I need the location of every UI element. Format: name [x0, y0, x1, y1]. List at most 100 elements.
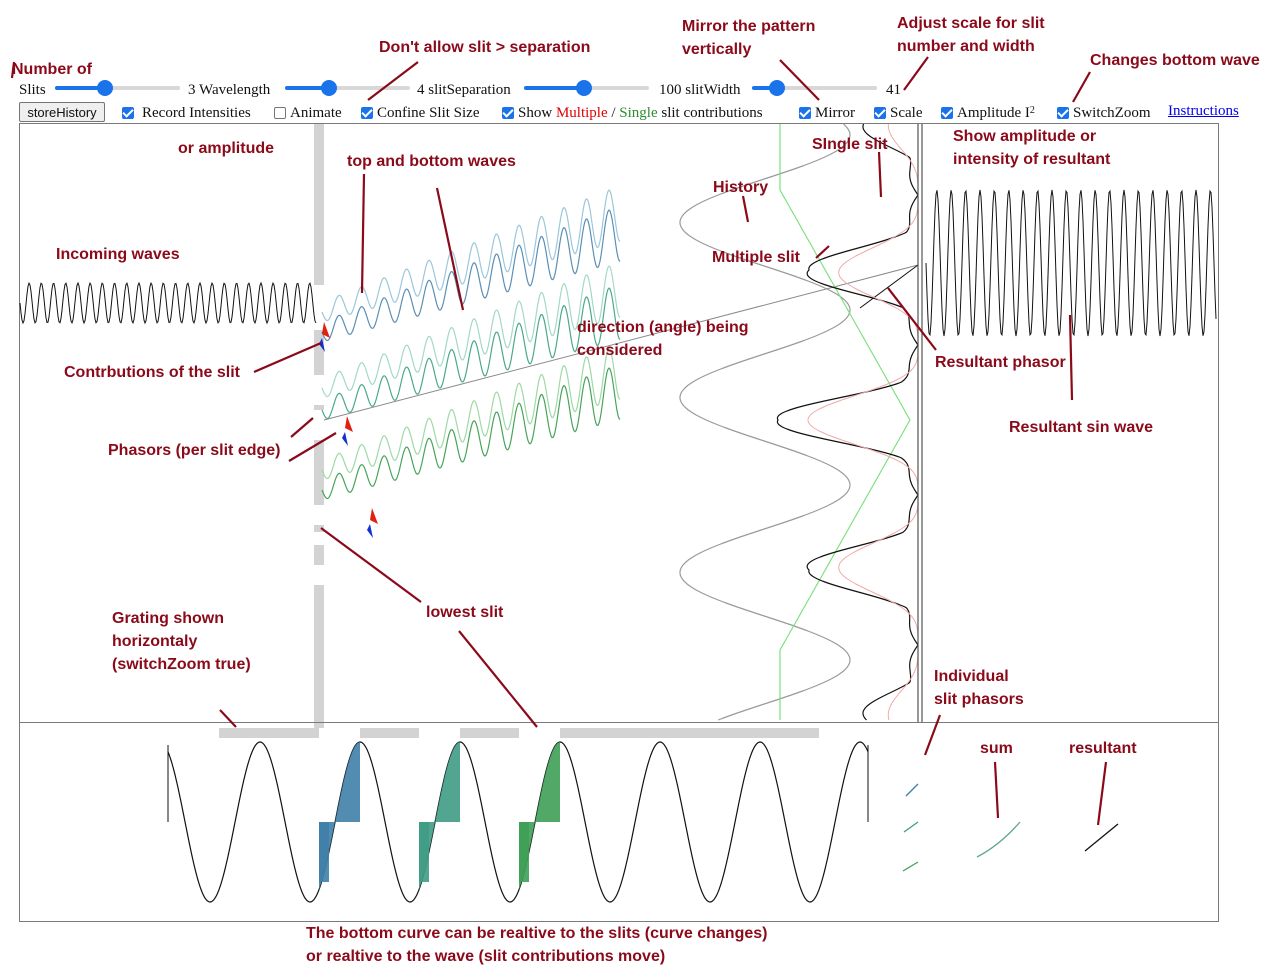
ann-individual-line1: Individual — [934, 668, 1009, 685]
annotation-arrow — [360, 173, 366, 294]
ann-grating-line2: horizontaly — [112, 633, 198, 650]
amplitude-superscript: 2 — [1029, 105, 1035, 116]
phasor-blue — [342, 432, 348, 446]
separation-slider[interactable] — [524, 80, 649, 96]
grating-bar-vertical — [314, 440, 324, 505]
annotation-arrow — [1096, 761, 1108, 826]
resultant-phasor — [1084, 823, 1119, 852]
phasor-red — [370, 508, 378, 524]
annotation-arrow — [887, 287, 937, 351]
slit-contribution-area — [419, 742, 460, 890]
phasor-blue — [319, 338, 325, 352]
slit-contribution-area — [319, 742, 360, 890]
annotation-arrow — [779, 59, 820, 101]
record-intensities-checkbox[interactable]: Record Intensities — [122, 105, 251, 121]
annotation-arrow — [877, 151, 883, 198]
width-value: 41 — [886, 82, 901, 98]
grating-bar-vertical — [314, 124, 324, 285]
show-separator: / — [611, 104, 616, 121]
grating-bar-vertical — [314, 585, 324, 722]
store-history-button[interactable]: storeHistory — [19, 102, 105, 122]
individual-phasor — [902, 861, 919, 872]
switchzoom-box[interactable] — [1057, 107, 1069, 119]
ann-grating-line3: (switchZoom true) — [112, 656, 251, 673]
annotation-arrow — [903, 56, 929, 91]
separation-label: slitSeparation — [428, 82, 511, 98]
slits-value: 3 — [188, 82, 196, 98]
annotation-arrow — [435, 187, 465, 311]
phasor-blue — [367, 524, 373, 538]
wavelength-value: 4 — [417, 82, 425, 98]
wavelength-slider[interactable] — [285, 80, 410, 96]
slit-contribution-lower — [519, 822, 529, 882]
ann-show-amp-line1: Show amplitude or — [953, 128, 1097, 145]
ann-or-amplitude: or amplitude — [178, 140, 275, 157]
switchzoom-label: SwitchZoom — [1073, 104, 1151, 121]
phasor-red — [345, 416, 353, 432]
individual-phasor — [903, 821, 919, 833]
annotation-arrow — [253, 341, 322, 374]
sum-phasor — [976, 821, 1021, 858]
single-slit-curve — [779, 124, 911, 720]
record-intensities-box[interactable] — [122, 107, 134, 119]
switchzoom-checkbox[interactable]: SwitchZoom — [1057, 105, 1151, 121]
confine-slit-size-box[interactable] — [361, 107, 373, 119]
instructions-link[interactable]: Instructions — [1168, 103, 1239, 119]
multiple-slit-reference — [807, 124, 919, 721]
annotation-arrow — [1072, 71, 1091, 103]
ann-bottom-line1: The bottom curve can be realtive to the … — [306, 925, 768, 942]
ann-sum: sum — [980, 740, 1013, 757]
slit-width-slider[interactable] — [752, 80, 877, 96]
annotation-arrow — [1068, 314, 1074, 401]
mirror-checkbox[interactable]: Mirror — [799, 105, 855, 121]
show-single-text: Single — [619, 104, 658, 121]
mirror-label: Mirror — [815, 104, 855, 121]
grating-bar-vertical — [314, 525, 324, 532]
ann-history: History — [713, 179, 769, 196]
scale-checkbox[interactable]: Scale — [874, 105, 922, 121]
confine-slit-size-checkbox[interactable]: Confine Slit Size — [361, 105, 480, 121]
annotation-arrow — [923, 714, 942, 756]
record-intensities-label: Record Intensities — [142, 104, 251, 121]
grating-bar-vertical — [314, 405, 324, 410]
bottom-wave — [167, 741, 869, 903]
show-contributions-checkbox[interactable]: Show Multiple / Single slit contribution… — [502, 105, 763, 121]
annotation-arrow — [458, 630, 538, 728]
ann-lowest-slit: lowest slit — [426, 604, 504, 621]
ann-show-amp-line2: intensity of resultant — [953, 151, 1111, 168]
amplitude-box[interactable] — [941, 107, 953, 119]
bottom-canvas[interactable] — [19, 722, 1219, 922]
multiple-slit-curve — [776, 123, 919, 721]
slits-slider[interactable] — [55, 80, 180, 96]
ann-dont-allow: Don't allow slit > separation — [379, 39, 591, 56]
amplitude-label: Amplitude I — [957, 104, 1030, 121]
ann-resultant-phasor: Resultant phasor — [935, 354, 1066, 371]
show-contributions-box[interactable] — [502, 107, 514, 119]
ann-direction-line2: considered — [577, 342, 663, 359]
ann-contributions: Contrbutions of the slit — [64, 364, 240, 381]
ann-number-of: Number of — [12, 61, 92, 78]
ann-direction-line1: direction (angle) being — [577, 319, 749, 336]
ann-top-bottom: top and bottom waves — [347, 153, 516, 170]
width-label: slitWidth — [685, 82, 741, 98]
ann-single-slit: SIngle slit — [812, 136, 888, 153]
grating-bar-horizontal — [314, 723, 324, 728]
annotation-arrow — [219, 709, 237, 728]
annotation-arrow — [993, 761, 1000, 819]
animate-checkbox[interactable]: Animate — [274, 105, 342, 121]
slit-contribution-wave — [321, 209, 621, 342]
ann-adjust-line2: number and width — [897, 38, 1035, 55]
slit-contribution-lower — [319, 822, 329, 882]
confine-slit-size-label: Confine Slit Size — [377, 104, 480, 121]
direction-line — [323, 264, 919, 421]
grating-bar-vertical — [314, 545, 324, 565]
slit-contribution-wave — [321, 347, 621, 480]
animate-box[interactable] — [274, 107, 286, 119]
scale-box[interactable] — [874, 107, 886, 119]
slit-contribution-wave — [321, 265, 621, 398]
ann-resultant: resultant — [1069, 740, 1137, 757]
ann-phasors: Phasors (per slit edge) — [108, 442, 281, 459]
mirror-box[interactable] — [799, 107, 811, 119]
